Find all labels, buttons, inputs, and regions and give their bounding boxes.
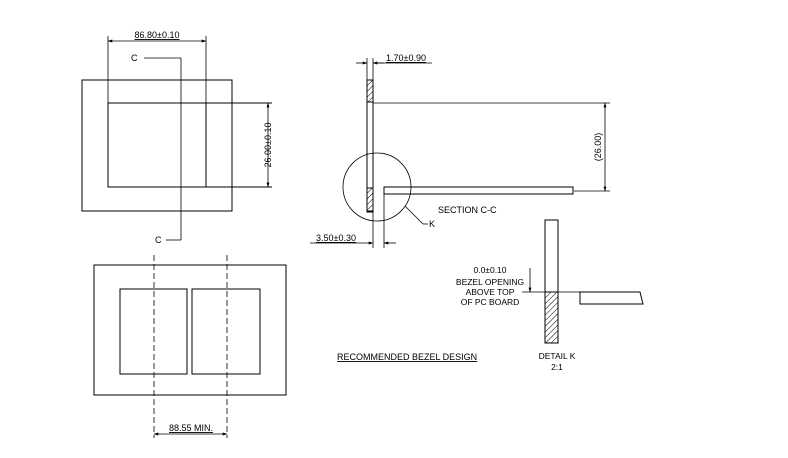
detail-title: DETAIL K [539, 351, 576, 361]
bezel-frame [93, 264, 287, 396]
detail-callout: K [429, 219, 435, 229]
top-view: 86.80±0.10 26.00±0.10 C C [81, 30, 273, 245]
section-label-bottom: C [155, 235, 162, 245]
detail-circle [342, 152, 412, 222]
bezel-opening-right [191, 288, 261, 375]
bezel-hatch-top [366, 79, 374, 103]
opening-dimension: 88.55 MIN. [169, 423, 213, 433]
bezel-opening-left [119, 288, 188, 375]
width-dimension: 86.80±0.10 [135, 30, 180, 40]
detail-note-line-1: 0.0±0.10 [473, 265, 506, 275]
bezel-caption: RECOMMENDED BEZEL DESIGN [337, 352, 477, 362]
detail-k: 0.0±0.10 BEZEL OPENING ABOVE TOP OF PC B… [456, 219, 644, 372]
detail-board [579, 291, 644, 305]
height-dimension: 26.00±0.10 [263, 123, 273, 168]
height-ref-dimension: (26.00) [593, 133, 603, 162]
detail-bezel-hatch [544, 291, 559, 344]
detail-scale: 2:1 [551, 362, 563, 372]
detail-note-line-2: BEZEL OPENING [456, 277, 524, 287]
detail-note-line-4: OF PC BOARD [461, 297, 520, 307]
section-view: (26.00) 1.70±0.90 3.50±0.30 K SECTION C-… [310, 53, 610, 248]
detail-leader [404, 205, 424, 225]
display-window [107, 102, 207, 188]
detail-note-line-3: ABOVE TOP [466, 287, 515, 297]
bezel-view: 88.55 MIN. [93, 255, 287, 438]
bezel-hatch-bottom [366, 187, 374, 212]
offset-dimension: 3.50±0.30 [316, 233, 356, 243]
outer-frame [81, 79, 233, 212]
section-label-top: C [131, 53, 138, 63]
pc-board [383, 186, 574, 195]
section-title: SECTION C-C [438, 205, 497, 215]
thickness-dimension: 1.70±0.90 [386, 53, 426, 63]
